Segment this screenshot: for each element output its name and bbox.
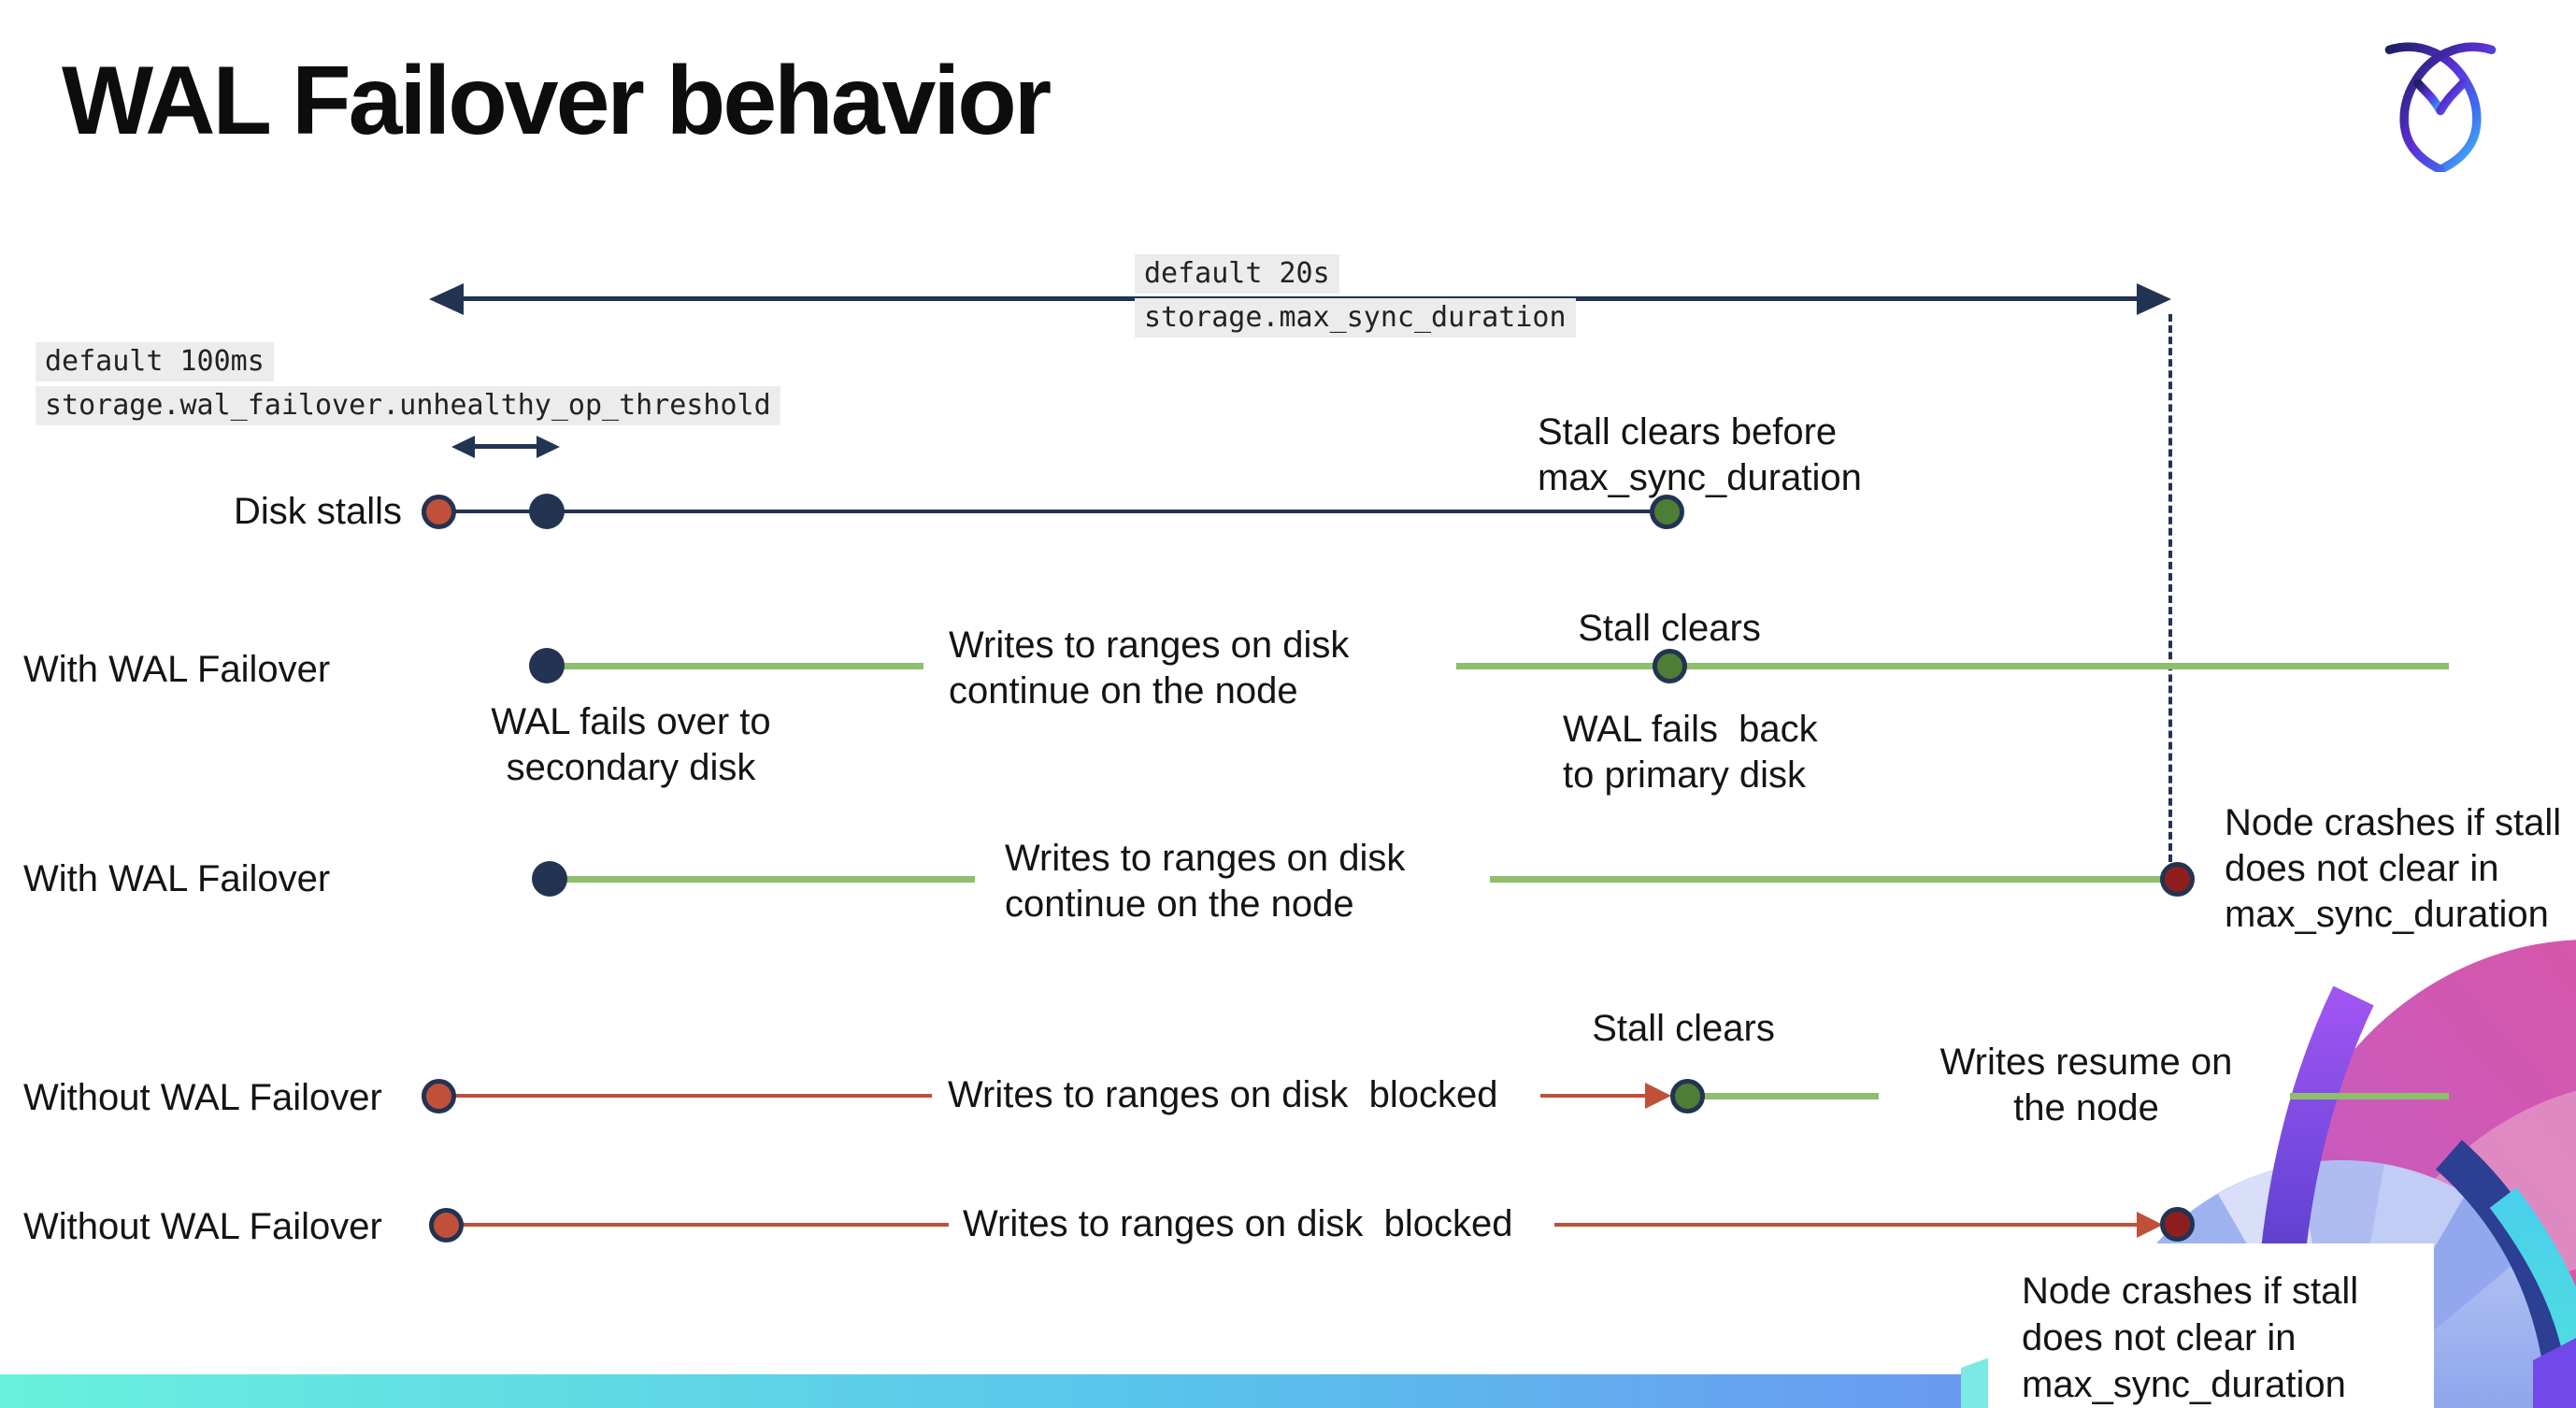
stall-clears-dot: [1670, 1079, 1705, 1113]
node-crash-dot: [2160, 862, 2195, 897]
node-crashes-callout-box: Node crashes if stall does not clear in …: [1988, 1243, 2434, 1408]
wal-fails-over-label: WAL fails over to secondary disk: [491, 701, 771, 788]
node-crash-dot: [2160, 1207, 2195, 1242]
threshold-span-arrow-line: [472, 444, 539, 449]
node-crashes-label: Node crashes if stall does not clear in …: [2225, 802, 2562, 935]
disk-stall-timeline: [438, 510, 1667, 513]
failover-dot: [529, 648, 565, 683]
writes-blocked-timeline: [455, 1094, 932, 1098]
arrow-right-head-icon: [2137, 283, 2171, 315]
writes-continue-timeline: [1490, 876, 2161, 883]
stall-clears-dot: [1650, 495, 1684, 529]
failover-dot: [532, 861, 567, 897]
writes-resume-label: Writes resume on the node: [1939, 1042, 2233, 1128]
max-sync-duration-callout: default 20s storage.max_sync_duration: [1135, 254, 1576, 338]
writes-resume-timeline: [2290, 1093, 2449, 1099]
stall-start-dot: [429, 1208, 464, 1243]
row-label-without-wal-failover-2: Without WAL Failover: [23, 1206, 382, 1247]
max-sync-default-label: default 20s: [1135, 254, 1339, 294]
row-label-disk-stalls: Disk stalls: [233, 491, 402, 532]
stall-clears-label: Stall clears: [1592, 1008, 1775, 1049]
writes-continue-timeline: [1456, 663, 2449, 669]
writes-continue-timeline: [566, 876, 975, 883]
writes-resume-timeline: [1704, 1093, 1879, 1099]
writes-continue-label: Writes to ranges on disk continue on the…: [949, 625, 1350, 711]
wal-fails-back-label: WAL fails back to primary disk: [1563, 709, 1818, 796]
max-sync-setting-label: storage.max_sync_duration: [1135, 298, 1576, 338]
unhealthy-op-default-label: default 100ms: [36, 342, 274, 381]
arrow-right-head-icon: [1645, 1083, 1671, 1109]
stall-clears-label: Stall clears: [1578, 608, 1761, 649]
writes-blocked-timeline: [463, 1223, 949, 1227]
arrow-left-head-icon: [429, 283, 464, 315]
writes-blocked-label: Writes to ranges on disk blocked: [948, 1074, 1498, 1115]
threshold-reached-dot: [529, 494, 565, 529]
unhealthy-op-threshold-callout: default 100ms storage.wal_failover.unhea…: [36, 342, 780, 425]
stall-clears-dot: [1653, 649, 1687, 683]
arrow-right-head-icon: [2137, 1212, 2163, 1238]
page-title: WAL Failover behavior: [62, 47, 1052, 155]
writes-blocked-timeline: [1554, 1223, 2139, 1227]
writes-blocked-timeline: [1540, 1094, 1647, 1098]
writes-blocked-label: Writes to ranges on disk blocked: [963, 1203, 1513, 1244]
row-label-without-wal-failover-1: Without WAL Failover: [23, 1077, 382, 1118]
row-label-with-wal-failover-1: With WAL Failover: [23, 649, 331, 690]
stall-start-dot: [422, 495, 456, 529]
max-sync-dashed-connector: [2168, 314, 2172, 862]
node-crashes-label: Node crashes if stall does not clear in …: [2022, 1271, 2359, 1405]
arrow-right-head-icon: [537, 436, 560, 458]
cockroachdb-logo-icon: [2384, 42, 2497, 172]
arrow-left-head-icon: [451, 436, 475, 458]
stall-clears-before-label: Stall clears before max_sync_duration: [1538, 411, 1862, 498]
writes-continue-timeline: [564, 663, 923, 669]
unhealthy-op-setting-label: storage.wal_failover.unhealthy_op_thresh…: [36, 386, 780, 425]
row-label-with-wal-failover-2: With WAL Failover: [23, 858, 331, 899]
writes-continue-label: Writes to ranges on disk continue on the…: [1005, 838, 1406, 925]
stall-start-dot: [422, 1079, 456, 1113]
